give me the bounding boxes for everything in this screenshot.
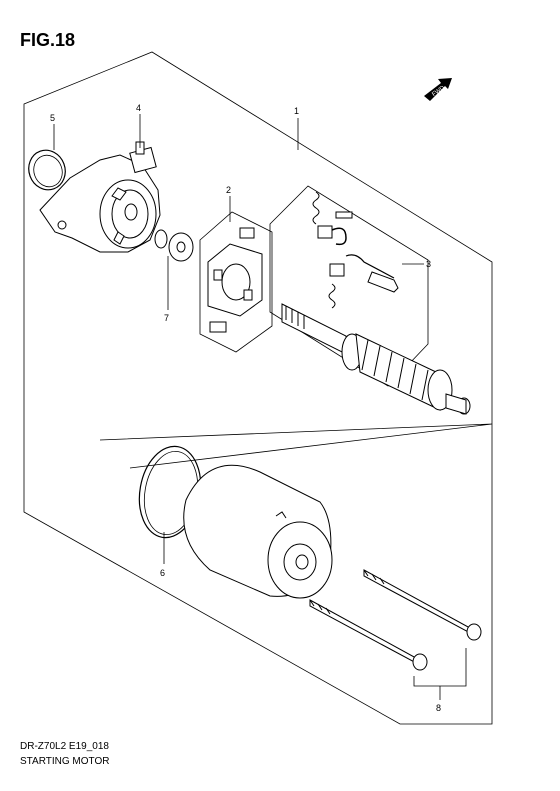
callout-1: 1 bbox=[294, 106, 299, 116]
callout-3: 3 bbox=[426, 259, 431, 269]
callout-4: 4 bbox=[136, 103, 141, 113]
part-brush-set bbox=[269, 185, 429, 387]
fwd-label: FWD bbox=[431, 85, 446, 98]
main-outline bbox=[23, 51, 493, 725]
callout-5: 5 bbox=[50, 113, 55, 123]
diagram-name: STARTING MOTOR bbox=[20, 756, 110, 767]
fwd-arrow-icon: FWD bbox=[424, 78, 452, 101]
part-washer bbox=[154, 229, 194, 262]
part-motor-yoke bbox=[183, 464, 333, 599]
diagram-code: DR-Z70L2 E19_018 bbox=[20, 741, 109, 752]
part-brush-holder bbox=[199, 211, 273, 353]
figure-title: FIG.18 bbox=[20, 30, 76, 50]
part-bolts bbox=[309, 569, 482, 687]
part-armature bbox=[281, 303, 471, 415]
part-o-ring-rear bbox=[28, 149, 66, 191]
callout-6: 6 bbox=[160, 568, 165, 578]
wedge-lines bbox=[99, 423, 493, 469]
leader-lines bbox=[53, 114, 441, 700]
callout-8: 8 bbox=[436, 703, 441, 713]
callout-2: 2 bbox=[226, 185, 231, 195]
callout-7: 7 bbox=[164, 313, 169, 323]
part-rear-housing bbox=[39, 141, 161, 253]
